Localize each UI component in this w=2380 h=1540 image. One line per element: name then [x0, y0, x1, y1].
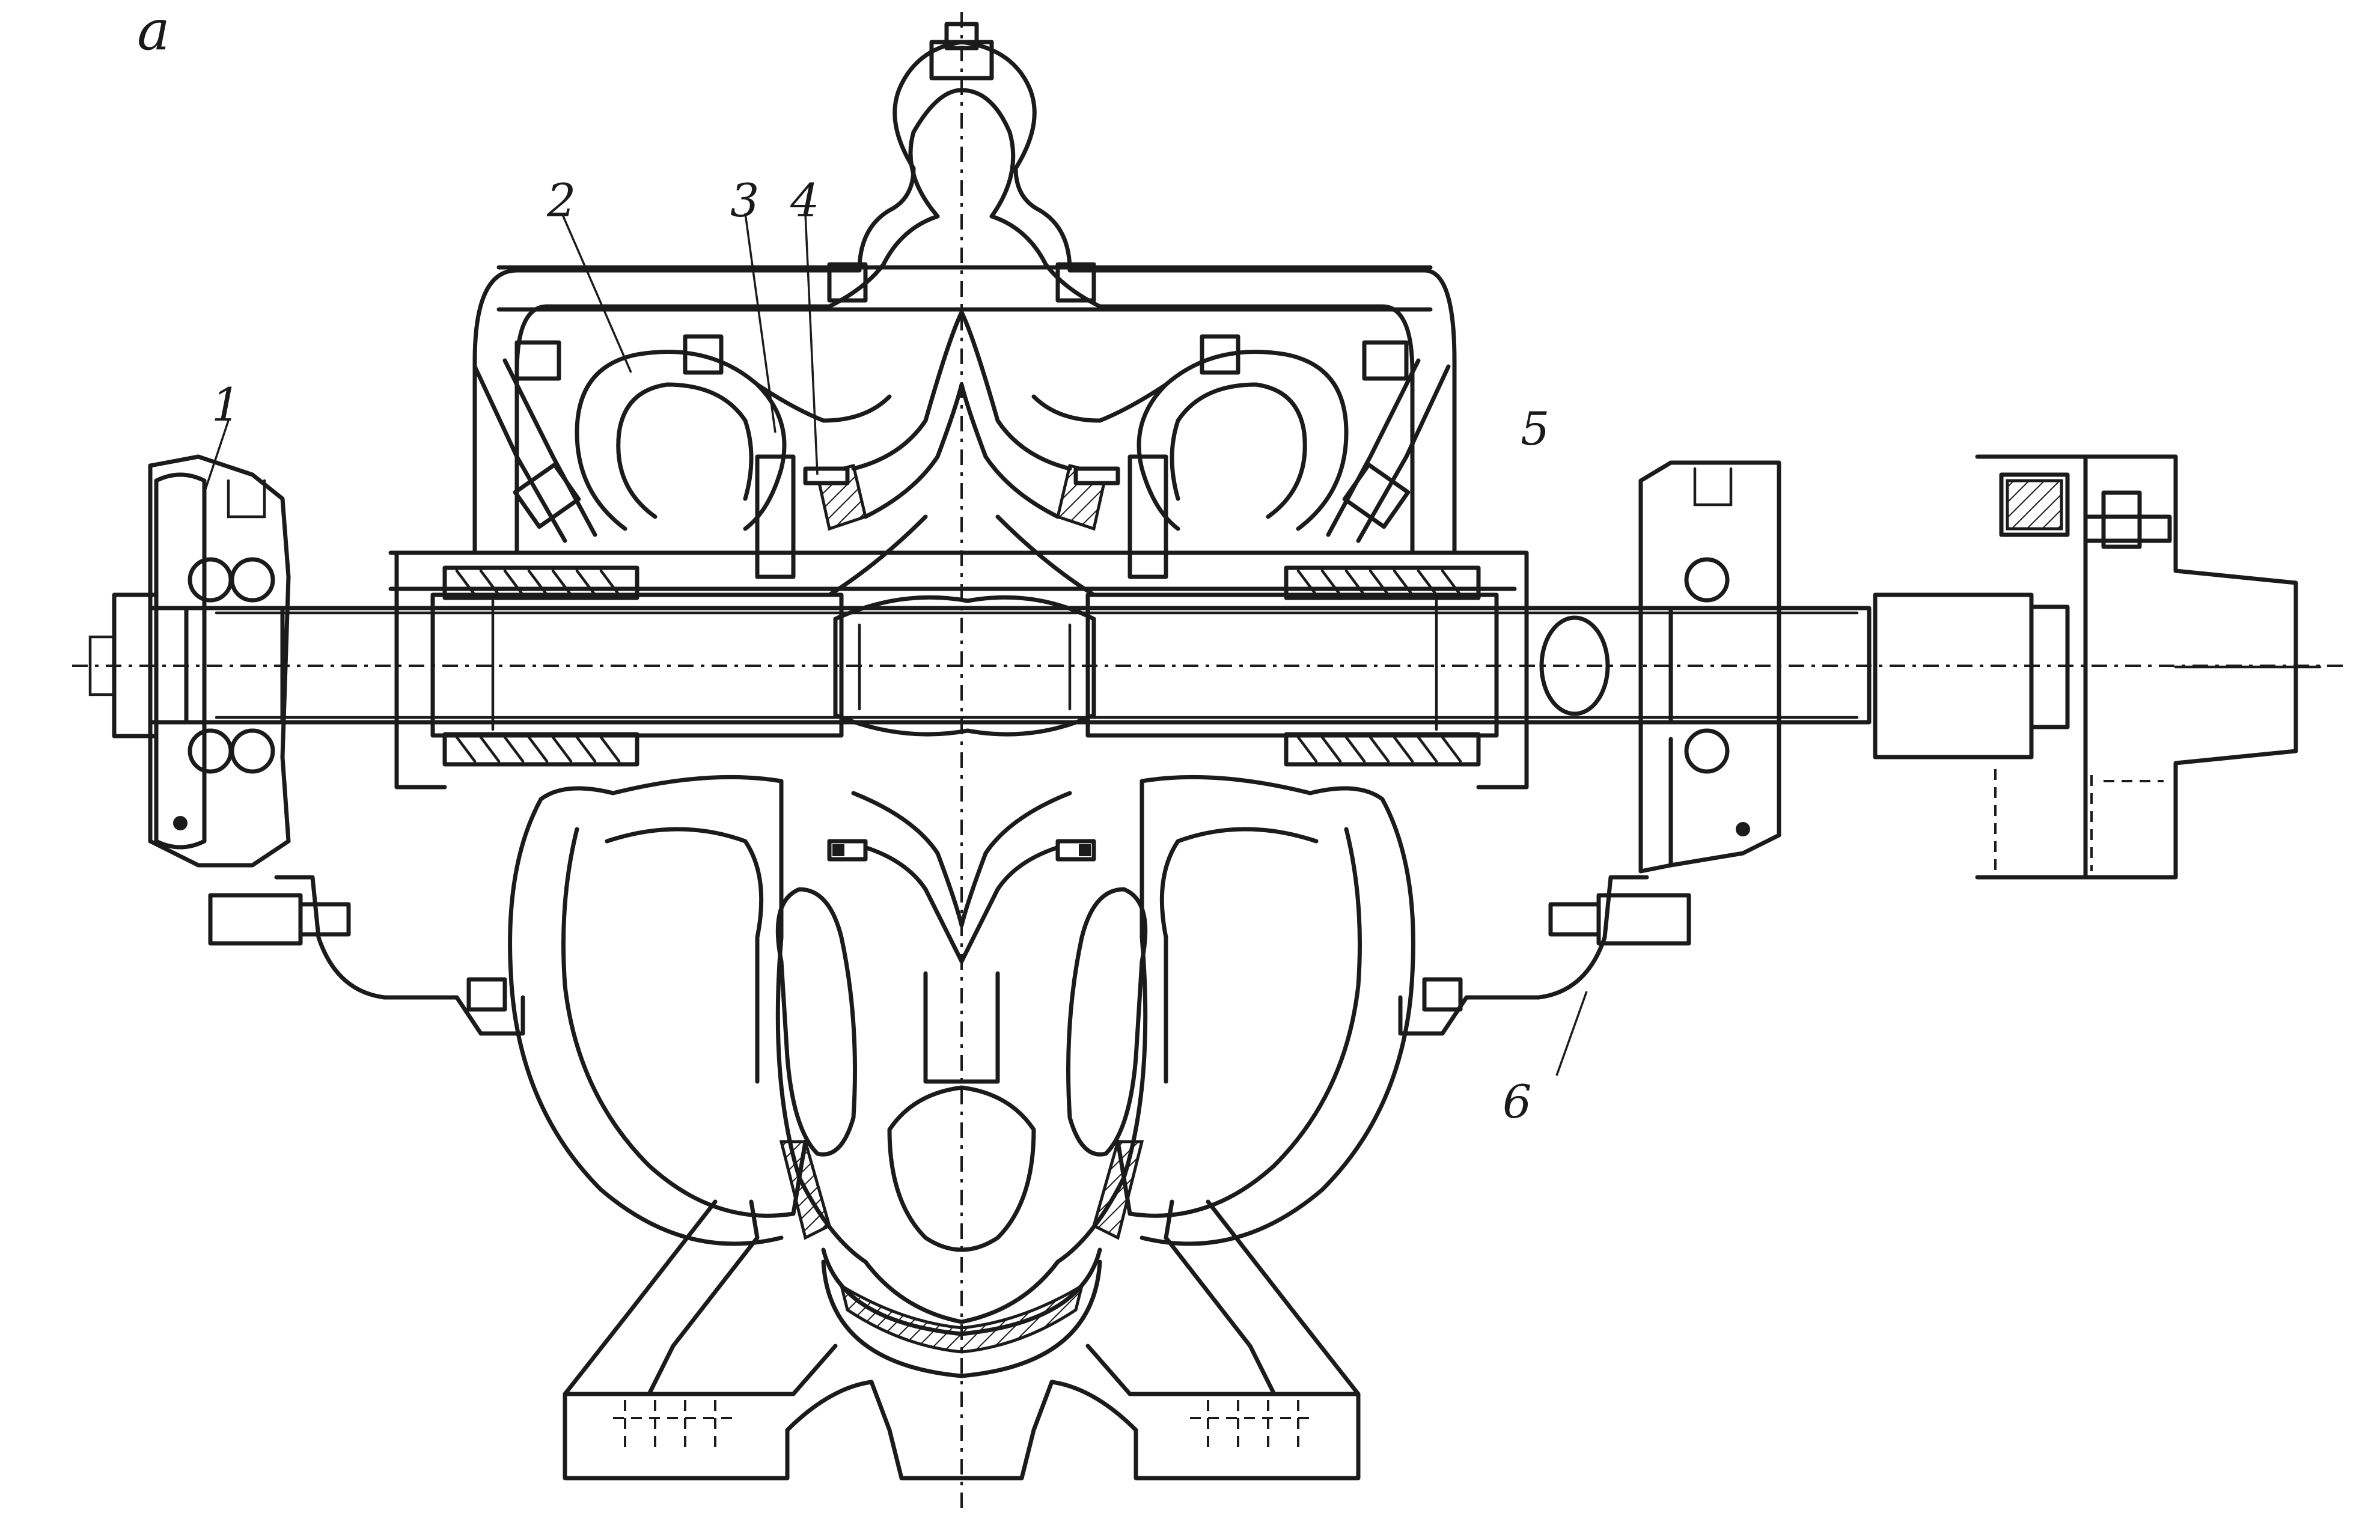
callout-3: 3 [730, 174, 759, 227]
callout-6: 6 [1503, 1075, 1531, 1128]
impeller-upper [803, 310, 1120, 597]
impeller-lower [827, 791, 1096, 1084]
shaft [72, 592, 2344, 738]
suction-bowl-and-pedestal [563, 1085, 1361, 1481]
callout-4: 4 [790, 174, 819, 227]
leader-lines [203, 213, 1588, 1076]
callout-5: 5 [1521, 402, 1549, 455]
callout-2: 2 [546, 174, 576, 227]
figure-label: a [137, 0, 170, 62]
upper-casing [388, 12, 1517, 1514]
right-bearing-housing [1539, 460, 1781, 874]
shaft-coupling [1873, 454, 2322, 880]
packing-left [394, 550, 639, 790]
callout-1: 1 [212, 378, 240, 431]
left-bearing-housing [88, 454, 291, 868]
flange-bolts [208, 262, 1691, 1012]
seal-water-pipes [472, 358, 1451, 543]
right-upper-volute [1031, 350, 1349, 579]
left-upper-volute [575, 350, 892, 579]
packing-right [1284, 550, 1529, 790]
